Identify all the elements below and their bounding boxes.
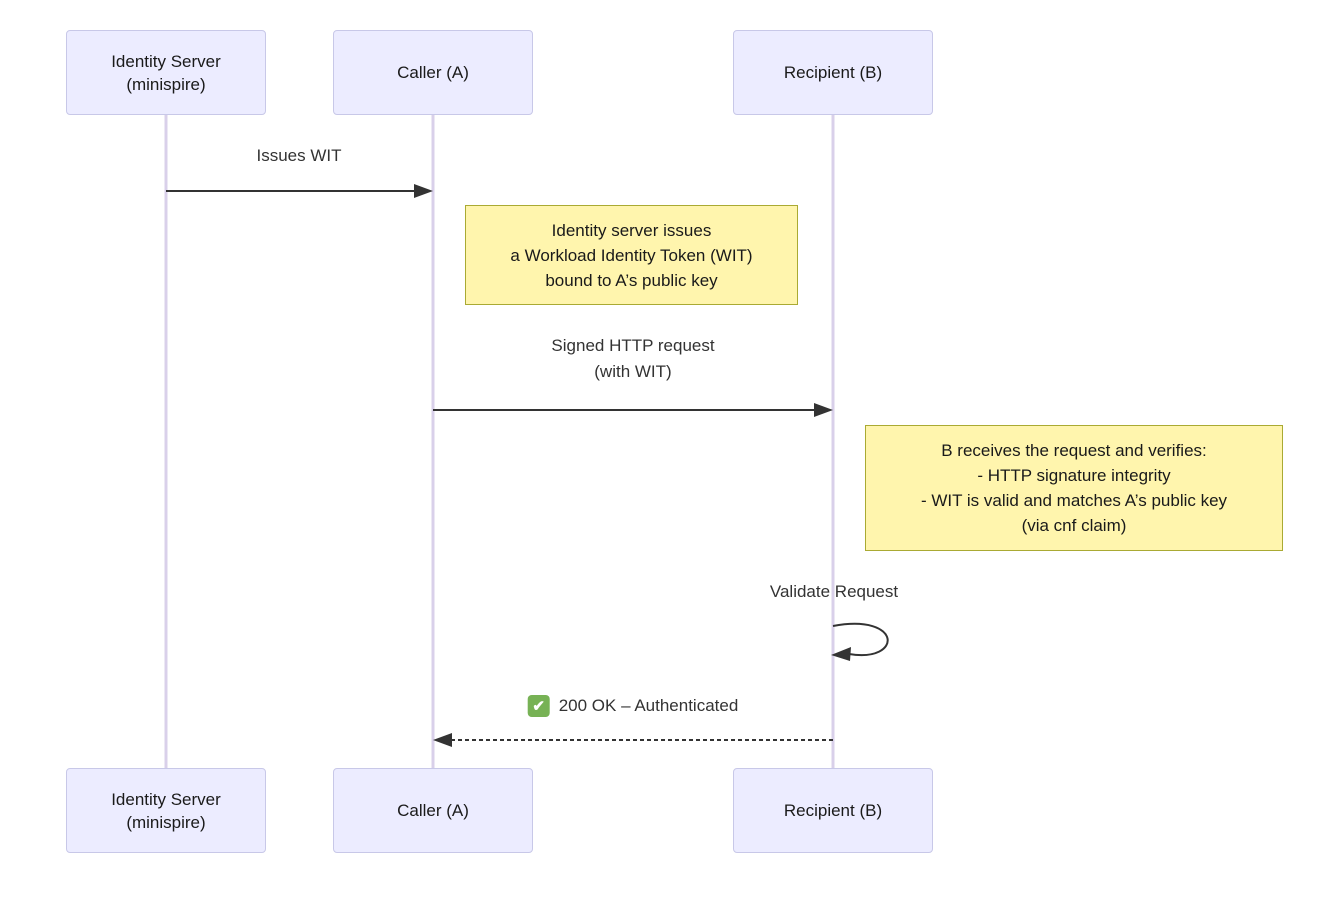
self-loop-validate-request	[831, 622, 889, 661]
actor-box-recipient-top: Recipient (B)	[733, 30, 933, 115]
message-arrow-signed-request	[433, 403, 833, 417]
note-identity-issues-wit: Identity server issues a Workload Identi…	[465, 205, 798, 305]
message-label-issues-wit: Issues WIT	[256, 146, 342, 165]
message-label-signed-request: Signed HTTP request (with WIT)	[551, 336, 715, 381]
message-arrow-response	[433, 733, 833, 747]
actor-box-identity-server-bottom: Identity Server (minispire)	[66, 768, 266, 853]
actor-box-caller-top: Caller (A)	[333, 30, 533, 115]
message-arrow-issues-wit	[166, 184, 433, 198]
actor-box-caller-bottom: Caller (A)	[333, 768, 533, 853]
message-label-response: ✔ 200 OK – Authenticated	[527, 693, 739, 719]
note-b-verifies: B receives the request and verifies: - H…	[865, 425, 1283, 551]
check-glyph: ✔	[532, 697, 545, 715]
check-mark-icon: ✔	[527, 695, 550, 717]
actor-box-recipient-bottom: Recipient (B)	[733, 768, 933, 853]
actor-box-identity-server-top: Identity Server (minispire)	[66, 30, 266, 115]
message-label-validate-request: Validate Request	[769, 582, 899, 601]
response-text: 200 OK – Authenticated	[558, 696, 739, 715]
